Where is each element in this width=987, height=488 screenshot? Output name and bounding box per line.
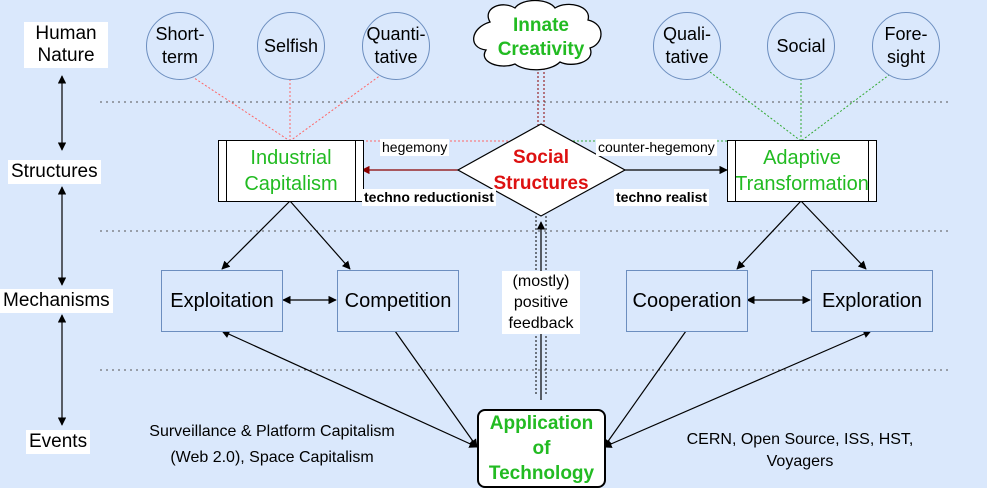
trait-qualitative: Quali-tative: [653, 12, 721, 80]
right-nature-links: [709, 71, 894, 142]
innate-creativity-label: Innate Creativity: [497, 15, 585, 60]
application-of-technology-box: Application of Technology: [477, 409, 606, 488]
event-arrows: [221, 330, 872, 448]
techno-reductionist-label: techno reductionist: [362, 189, 496, 206]
cooperation-box: Cooperation: [626, 270, 748, 332]
techno-realist-label: techno realist: [614, 189, 710, 206]
level-events: Events: [26, 430, 91, 454]
left-nature-links: [184, 71, 386, 142]
competition-box: Competition: [337, 270, 459, 332]
trait-social: Social: [767, 12, 835, 80]
trait-quantitative: Quanti-tative: [362, 12, 430, 80]
exploitation-box: Exploitation: [161, 270, 283, 332]
hegemony-label: hegemony: [380, 139, 450, 156]
counter-hegemony-label: counter-hegemony: [596, 139, 717, 156]
events-right-text: CERN, Open Source, ISS, HST, Voyagers: [686, 431, 914, 470]
exploration-box: Exploration: [811, 270, 933, 332]
level-structures: Structures: [8, 160, 101, 184]
structure-mechanism-arrows: [221, 200, 867, 270]
adaptive-transformation-box: Adaptive Transformation: [727, 140, 877, 202]
events-left-text: Surveillance & Platform Capitalism (Web …: [149, 423, 395, 466]
level-mechanisms: Mechanisms: [0, 289, 113, 313]
trait-foresight: Fore-sight: [872, 12, 940, 80]
industrial-capitalism-box: Industrial Capitalism: [218, 140, 364, 202]
level-human-nature: Human Nature: [24, 22, 108, 68]
innate-creativity-cloud: [473, 0, 602, 71]
social-structures-label: Social Structures: [493, 147, 589, 194]
feedback-label: (mostly) positive feedback: [502, 271, 580, 334]
trait-selfish: Selfish: [257, 12, 325, 80]
trait-short-term: Short-term: [146, 12, 214, 80]
